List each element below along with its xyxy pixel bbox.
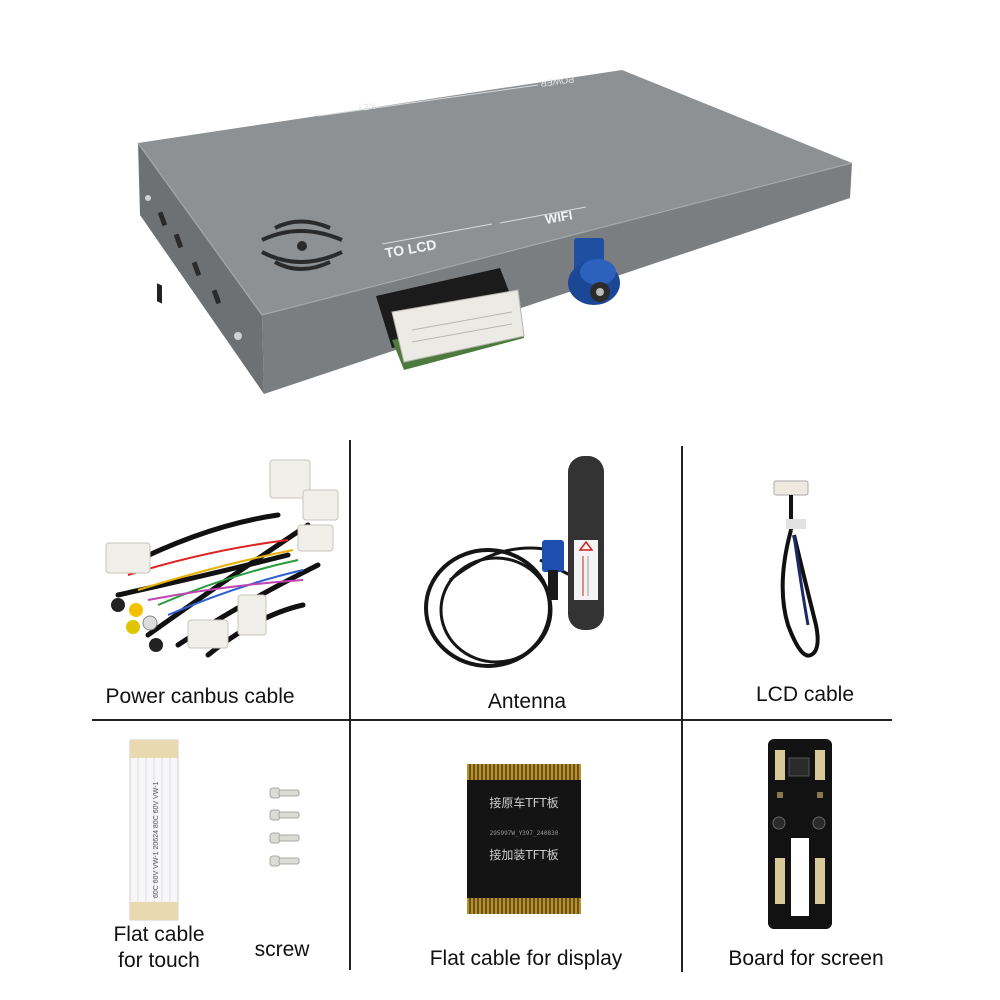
device-box-illustration: KEY POWER TO LCD WIFI bbox=[137, 70, 853, 394]
label-flat-cable-touch-line2: for touch bbox=[118, 949, 200, 972]
grid-divider-v1 bbox=[349, 440, 351, 970]
label-lcd-cable: LCD cable bbox=[755, 683, 855, 706]
lcd-cable-image bbox=[773, 480, 820, 658]
lcd-connector-plug bbox=[391, 289, 525, 363]
board-for-screen-image bbox=[768, 739, 832, 929]
device-print-wifi: WIFI bbox=[544, 207, 574, 227]
grid-divider-h bbox=[92, 719, 892, 721]
label-power-canbus-cable: Power canbus cable bbox=[105, 685, 295, 708]
grid-divider-v2 bbox=[681, 446, 683, 972]
label-screw: screw bbox=[254, 938, 310, 961]
flat-cable-display-print-line2: 295997W_Y397_240830 bbox=[489, 830, 559, 837]
antenna-image bbox=[424, 456, 604, 668]
screws-image bbox=[269, 787, 300, 867]
device-print-key: KEY bbox=[357, 101, 376, 113]
device-print-power: POWER bbox=[539, 74, 575, 89]
label-flat-cable-touch: Flat cable for touch bbox=[100, 922, 218, 974]
label-flat-cable-display: Flat cable for display bbox=[429, 947, 623, 970]
flat-cable-display-print-line1: 接原车TFT板 bbox=[489, 796, 559, 810]
flat-cable-display-print-line3: 接加装TFT板 bbox=[489, 848, 559, 862]
power-canbus-cable-image bbox=[105, 459, 339, 658]
label-flat-cable-touch-line1: Flat cable bbox=[113, 923, 205, 946]
label-antenna: Antenna bbox=[487, 690, 567, 713]
label-board-for-screen: Board for screen bbox=[728, 947, 884, 970]
device-left-face bbox=[138, 143, 264, 394]
flat-cable-touch-image: 60C 60V VW-1 20624 80C 60V VW-1 bbox=[129, 739, 179, 921]
wireless-signal-icon bbox=[261, 219, 343, 271]
device-top-face bbox=[138, 70, 852, 315]
flat-cable-display-image: 接原车TFT板 295997W_Y397_240830 接加装TFT板 bbox=[467, 764, 581, 914]
touch-cable-print: 60C 60V VW-1 20624 80C 60V VW-1 bbox=[153, 781, 160, 898]
